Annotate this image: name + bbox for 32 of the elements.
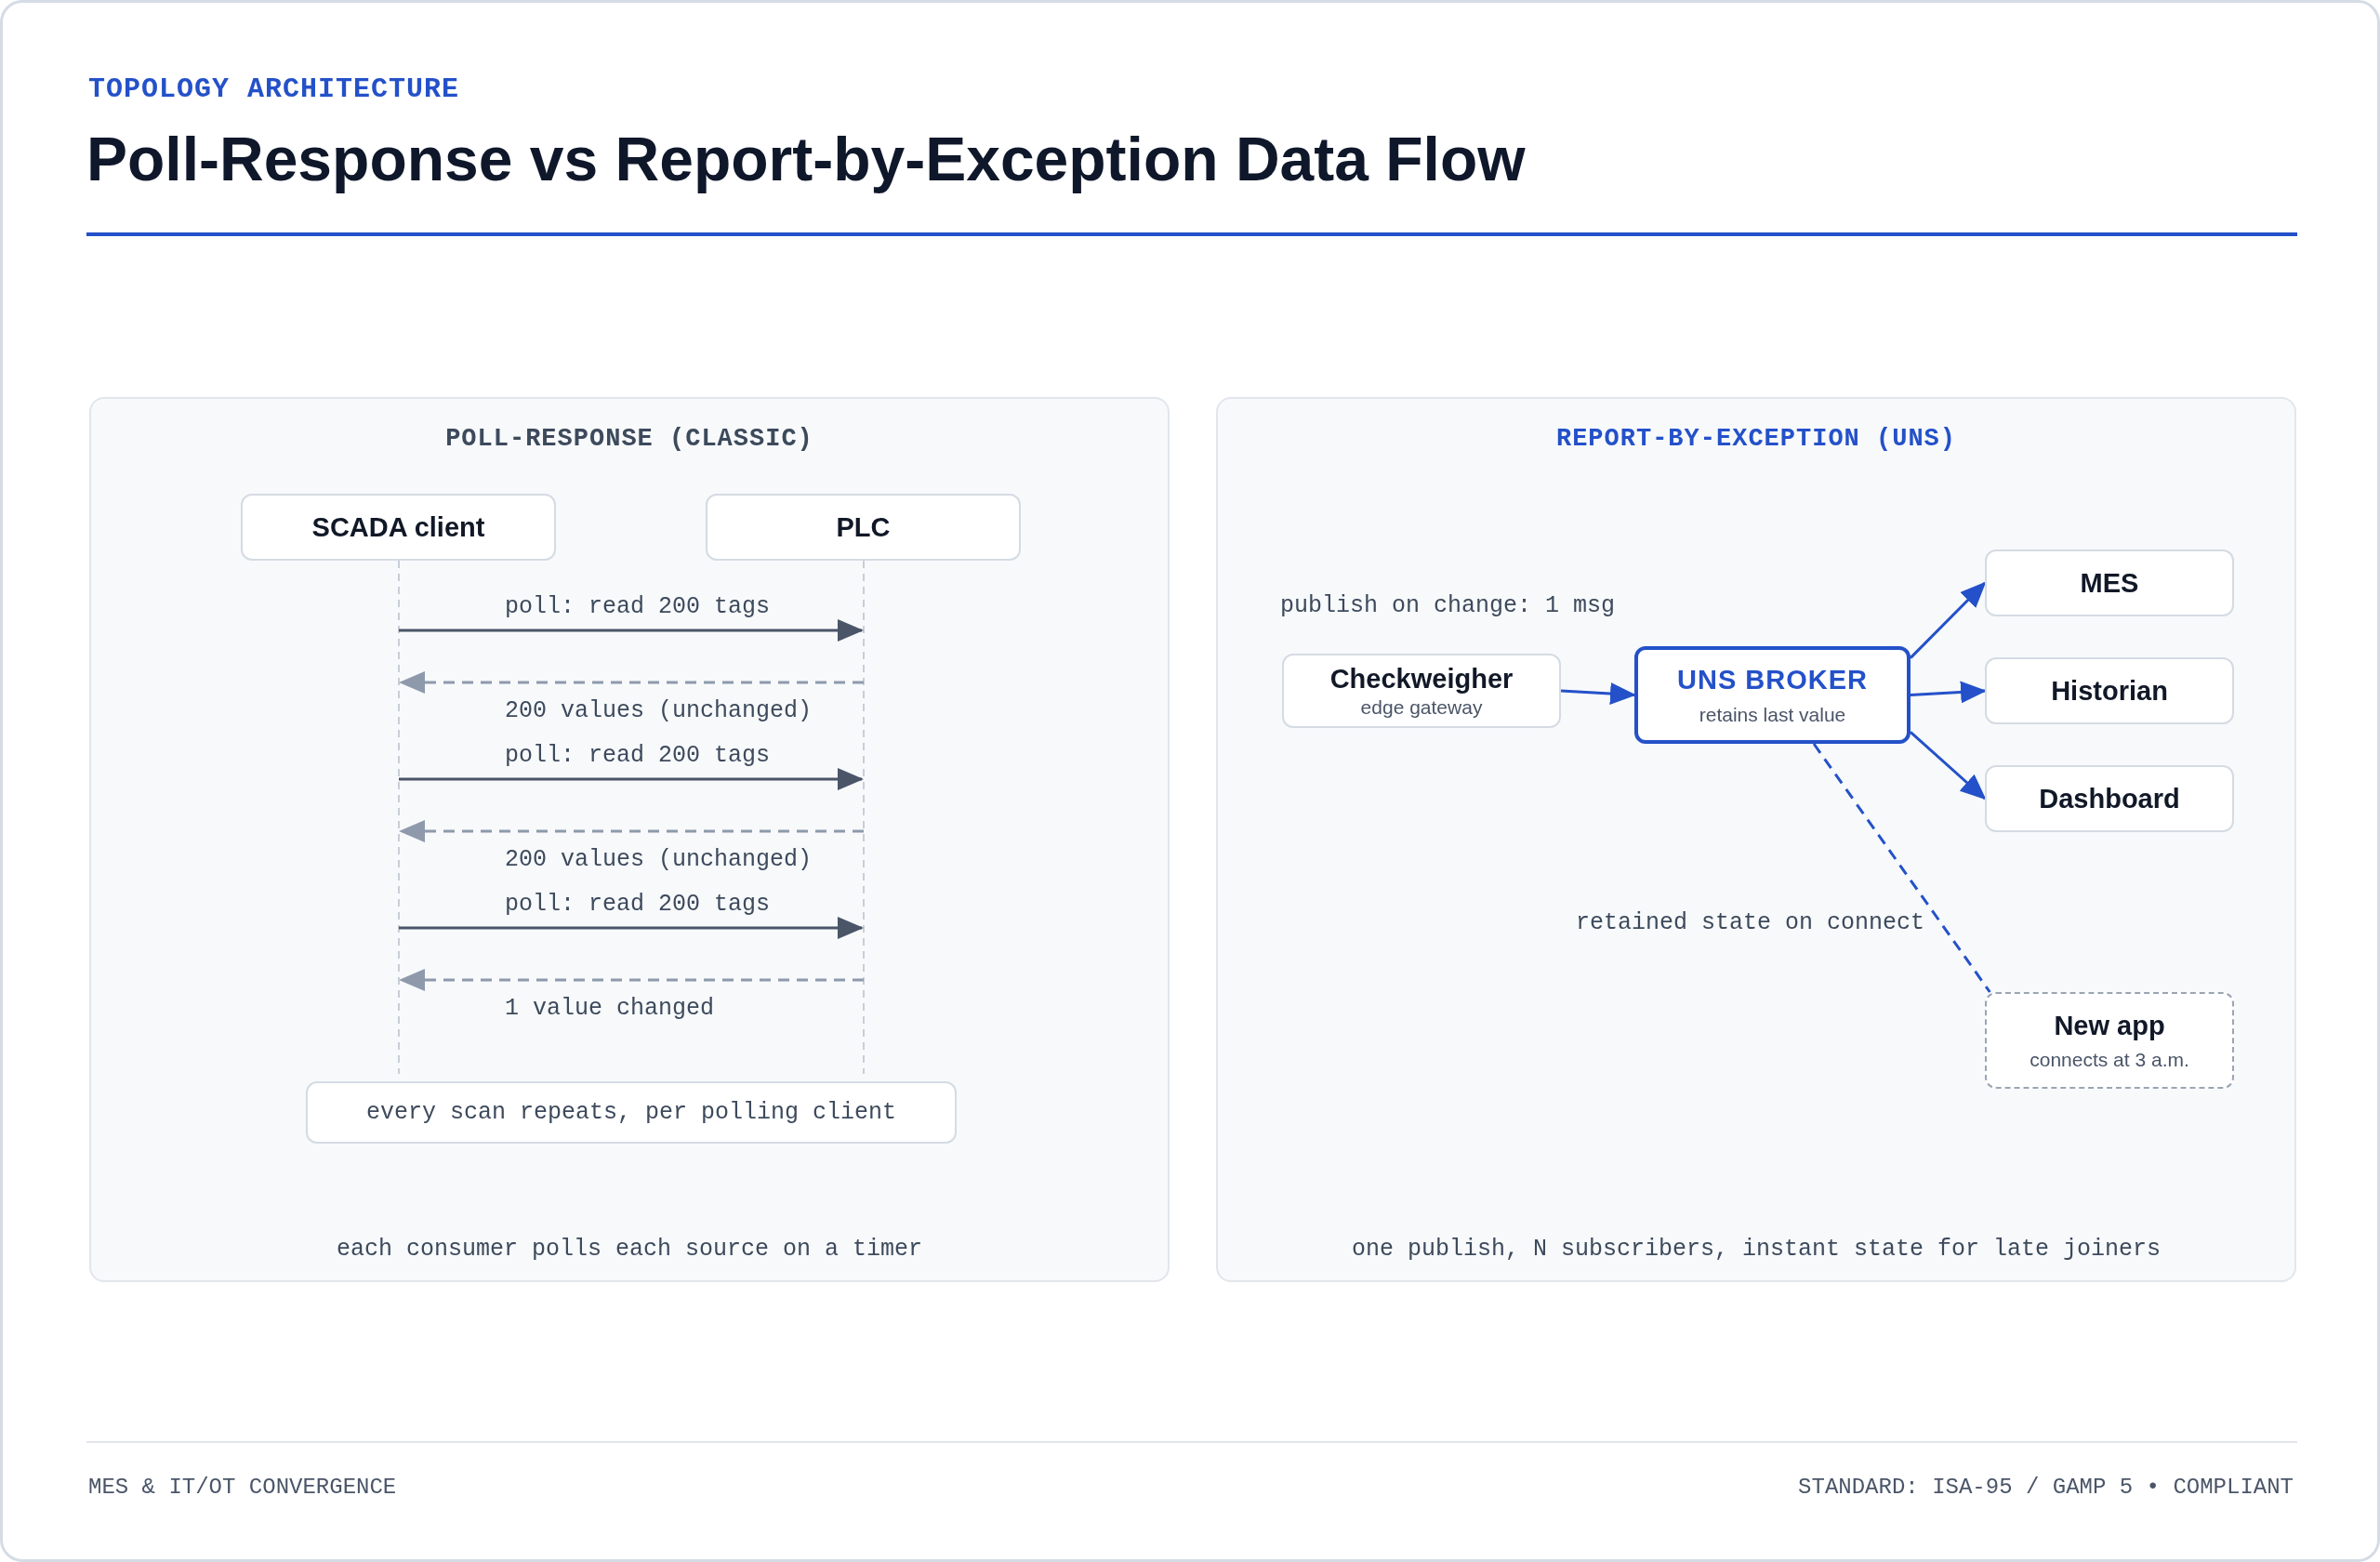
- lifeline: [862, 561, 866, 1074]
- lifeline: [397, 561, 401, 1074]
- arrow: [399, 917, 864, 939]
- arrow: [1910, 681, 1987, 704]
- process-box: Dashboard: [1985, 765, 2234, 832]
- panel-heading: POLL-RESPONSE (CLASSIC): [444, 425, 814, 453]
- arrow: [399, 619, 864, 642]
- flow-label: publish on change: 1 msg: [1280, 592, 1616, 619]
- panel-caption: each consumer polls each source on a timer: [335, 1236, 924, 1263]
- note-box: every scan repeats, per polling client: [306, 1081, 957, 1144]
- arrow: [1909, 581, 1987, 659]
- footer-text: MES & IT/OT CONVERGENCE: [88, 1475, 397, 1500]
- process-box: Checkweigher edge gateway: [1282, 654, 1561, 728]
- panel: [1216, 397, 2296, 1282]
- panel: [89, 397, 1170, 1282]
- participant-box: PLC: [706, 494, 1021, 561]
- process-box: MES: [1985, 549, 2234, 616]
- dashed-arrow: [399, 671, 864, 694]
- arrow: [1910, 731, 1987, 801]
- footer-text: STANDARD: ISA-95 / GAMP 5 • COMPLIANT: [1798, 1475, 2294, 1500]
- arrow: [399, 768, 864, 790]
- panel-heading: REPORT-BY-EXCEPTION (UNS): [1554, 425, 1958, 453]
- panel-caption: one publish, N subscribers, instant state for late joiners: [1350, 1236, 2162, 1263]
- broker-box: UNS BROKER retains last value: [1634, 646, 1911, 744]
- title: Poll-Response vs Report-by-Exception Data Flow: [86, 124, 1526, 194]
- dashed-arrow: [399, 820, 864, 842]
- eyebrow-label: TOPOLOGY ARCHITECTURE: [88, 73, 460, 105]
- arrow: [1560, 682, 1636, 705]
- participant-box: SCADA client: [241, 494, 556, 561]
- process-box: Historian: [1985, 657, 2234, 724]
- dashed-arrow: [399, 969, 864, 991]
- dashed-box: New app connects at 3 a.m.: [1985, 992, 2234, 1089]
